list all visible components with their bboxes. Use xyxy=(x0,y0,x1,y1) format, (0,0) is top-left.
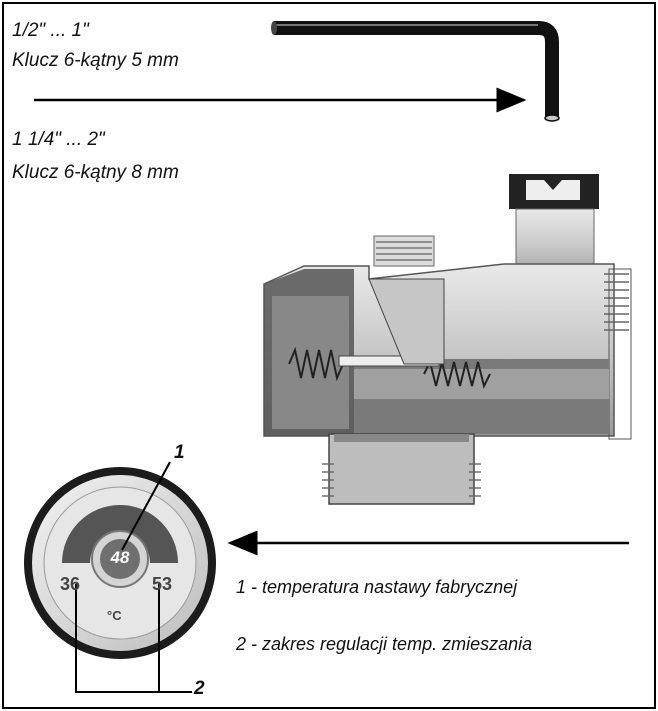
callout-bracket-2 xyxy=(75,584,192,693)
diagram-drawing xyxy=(24,21,632,693)
callout-label-1: 1 xyxy=(174,442,185,463)
mixing-valve-illustration xyxy=(263,174,632,505)
hex-key-icon xyxy=(271,21,560,122)
dial-range-min: 36 xyxy=(60,574,81,594)
dial-unit: °C xyxy=(107,608,122,623)
wrench-small-size: 1/2" ... 1" xyxy=(12,20,89,41)
callout-line-1 xyxy=(121,461,171,551)
dial-range-max: 53 xyxy=(152,574,173,594)
wrench-large-key: Klucz 6-kątny 8 mm xyxy=(12,162,179,183)
wrench-large-size: 1 1/4" ... 2" xyxy=(12,129,105,150)
callout-label-2: 2 xyxy=(194,678,205,699)
wrench-small-key: Klucz 6-kątny 5 mm xyxy=(12,50,179,71)
legend-item-2: 2 - zakres regulacji temp. zmieszania xyxy=(236,634,533,654)
legend-item-1: 1 - temperatura nastawy fabrycznej xyxy=(236,577,518,597)
dial-factory-temp: 48 xyxy=(110,548,130,567)
